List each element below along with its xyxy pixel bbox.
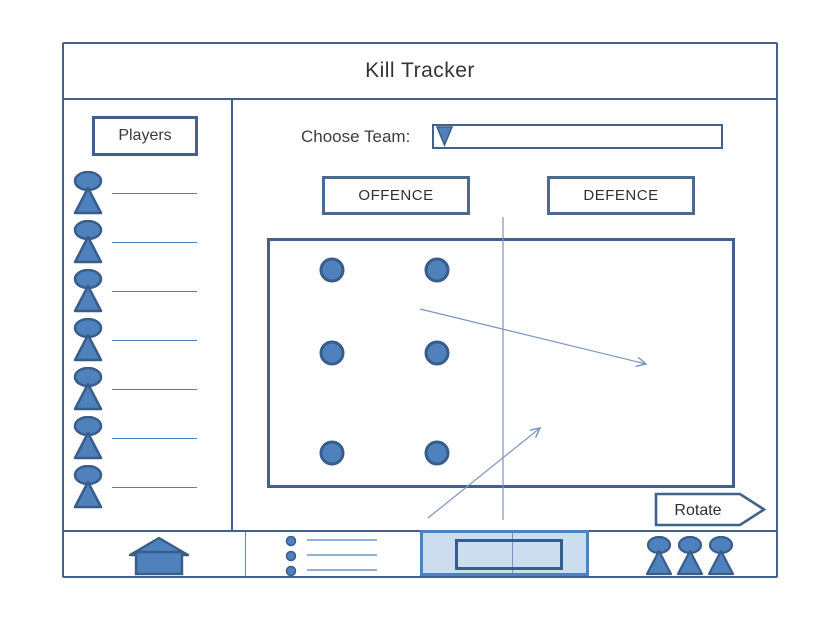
person-icon xyxy=(676,536,704,576)
roster-list-icon[interactable] xyxy=(282,533,382,576)
toolbar-section-divider xyxy=(245,532,246,576)
player-pawn-icon xyxy=(73,220,103,264)
offence-button-label: OFFENCE xyxy=(358,187,434,204)
player-name-line[interactable] xyxy=(112,291,197,292)
player-name-line[interactable] xyxy=(112,193,197,194)
players-header: Players xyxy=(92,116,198,156)
player-row xyxy=(70,318,220,364)
person-icon xyxy=(645,536,673,576)
offence-button[interactable]: OFFENCE xyxy=(322,176,470,215)
choose-team-label: Choose Team: xyxy=(301,127,411,146)
sidebar-divider xyxy=(231,100,233,530)
player-pawn-icon xyxy=(73,416,103,460)
player-name-line[interactable] xyxy=(112,389,197,390)
team-players-icon[interactable] xyxy=(644,536,744,576)
player-pawn-icon xyxy=(73,367,103,411)
court-area[interactable] xyxy=(267,238,735,488)
person-icon xyxy=(707,536,735,576)
dropdown-triangle-icon[interactable] xyxy=(435,126,455,147)
players-header-label: Players xyxy=(118,127,172,144)
player-row xyxy=(70,465,220,511)
player-name-line[interactable] xyxy=(112,487,197,488)
player-row xyxy=(70,269,220,315)
court-view-net-line xyxy=(512,533,513,573)
home-icon[interactable] xyxy=(128,536,190,576)
player-row xyxy=(70,171,220,217)
court-view-icon[interactable] xyxy=(420,530,589,576)
player-pawn-icon xyxy=(73,318,103,362)
court-view-rect xyxy=(455,539,563,570)
player-pawn-icon xyxy=(73,465,103,509)
player-pawn-icon xyxy=(73,269,103,313)
team-select-input[interactable] xyxy=(432,124,723,149)
defence-button[interactable]: DEFENCE xyxy=(547,176,695,215)
player-name-line[interactable] xyxy=(112,242,197,243)
player-row xyxy=(70,367,220,413)
player-row xyxy=(70,416,220,462)
player-name-line[interactable] xyxy=(112,438,197,439)
title-bar: Kill Tracker xyxy=(64,44,776,100)
rotate-button[interactable]: Rotate xyxy=(654,492,766,527)
player-name-line[interactable] xyxy=(112,340,197,341)
defence-button-label: DEFENCE xyxy=(583,187,659,204)
player-pawn-icon xyxy=(73,171,103,215)
player-row xyxy=(70,220,220,266)
page-title: Kill Tracker xyxy=(365,59,475,82)
rotate-button-label: Rotate xyxy=(674,502,721,519)
